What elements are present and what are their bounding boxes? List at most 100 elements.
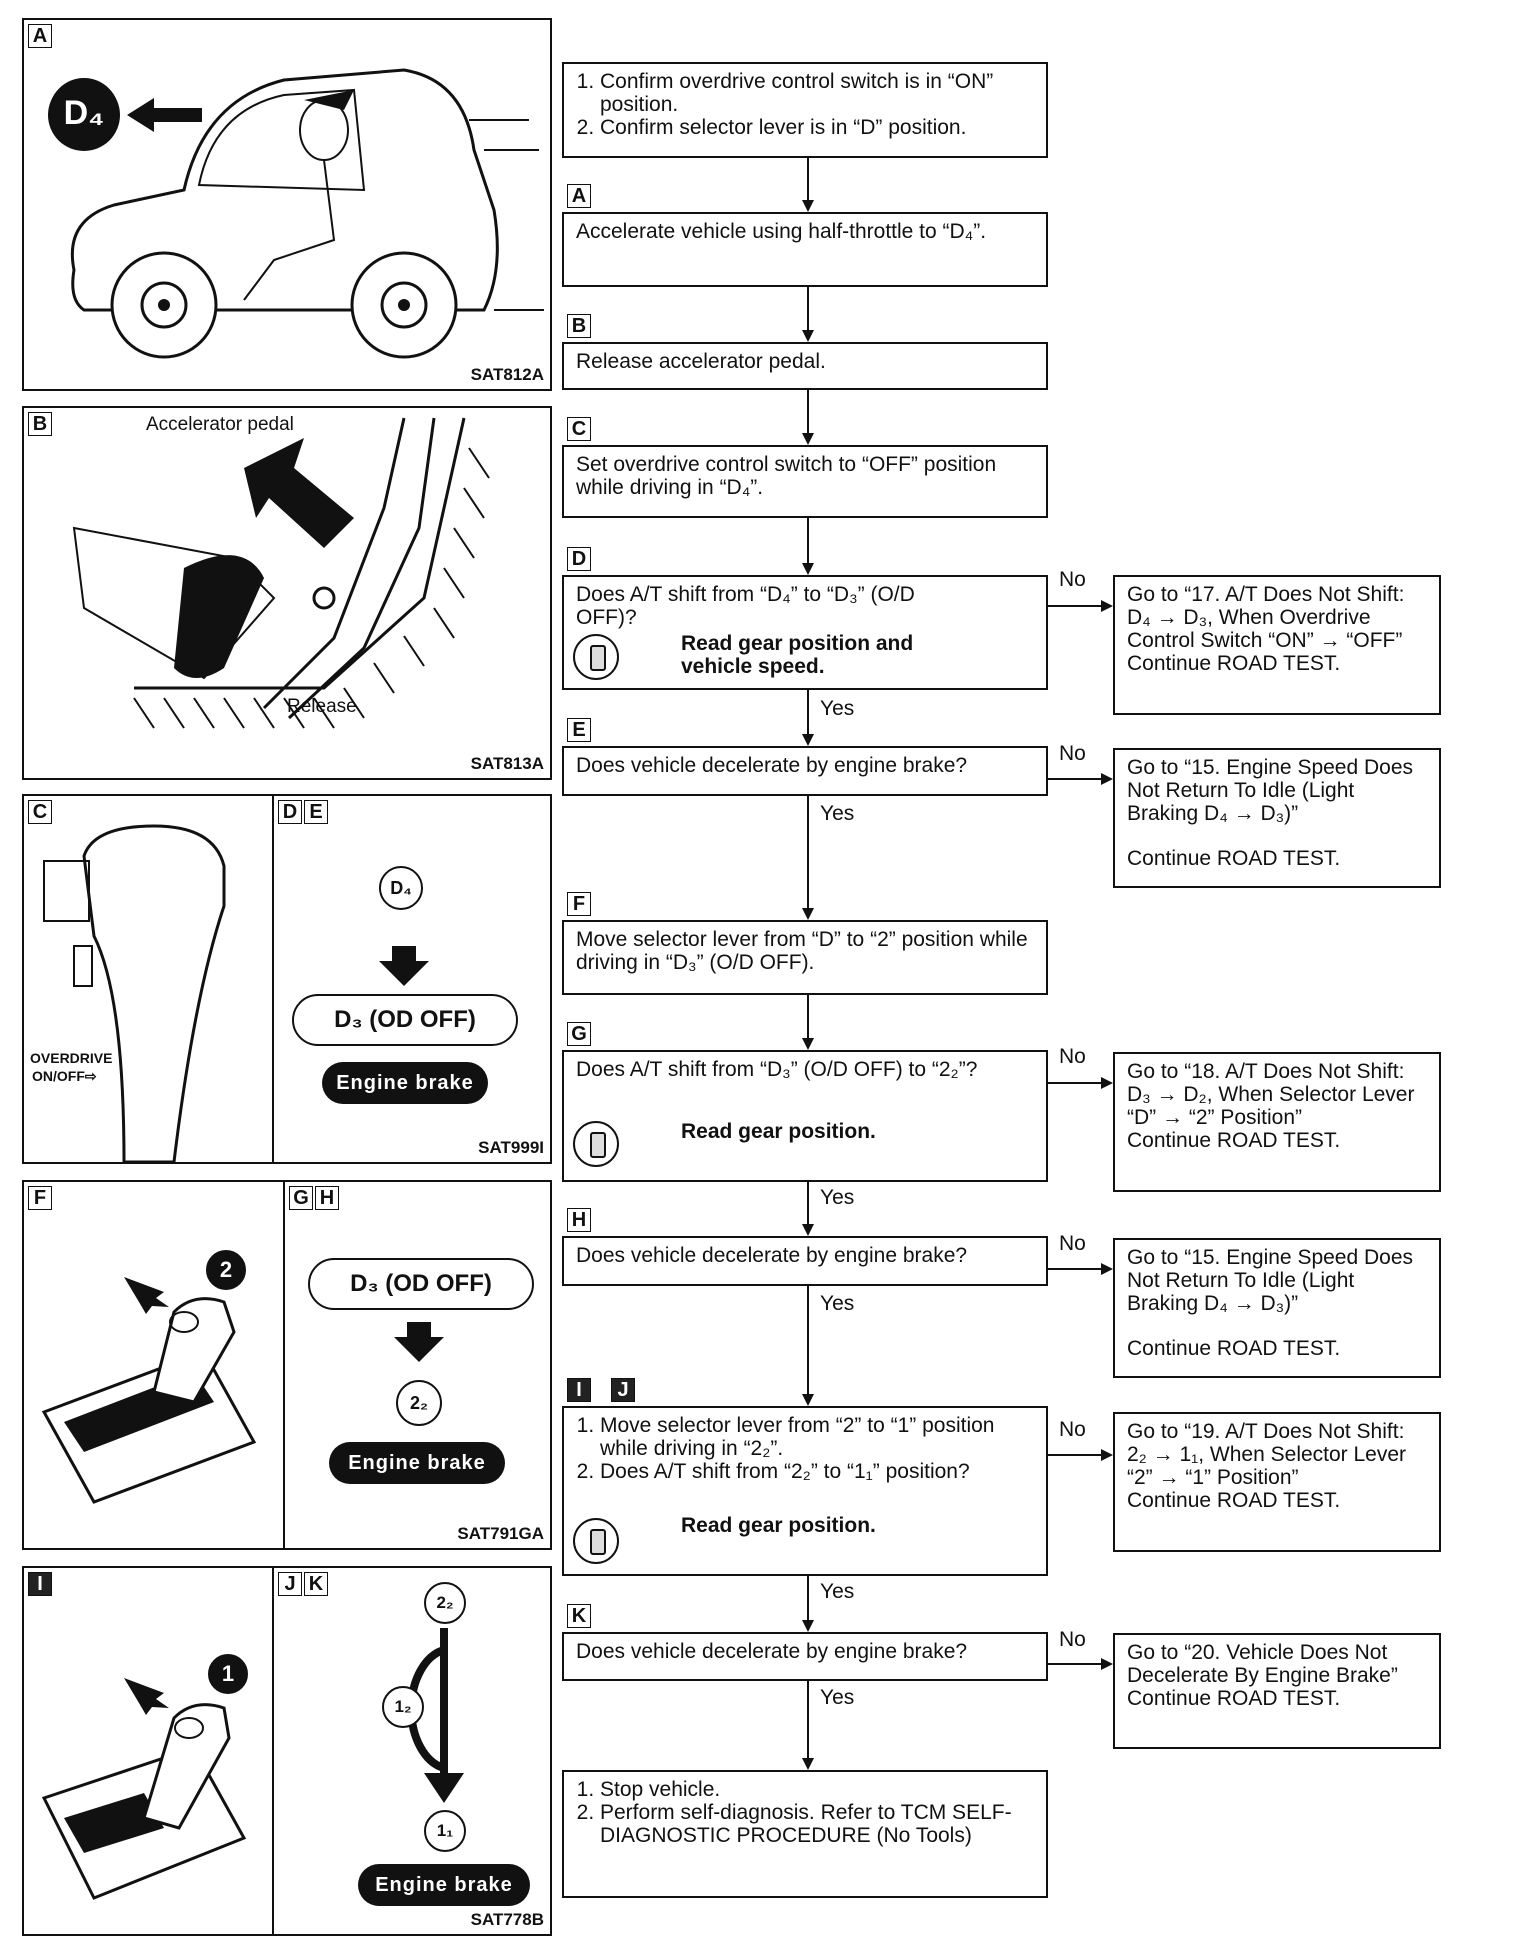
step-h-box: Does vehicle decelerate by engine brake? bbox=[562, 1236, 1048, 1286]
result-15a: Go to “15. Engine Speed Does Not Return … bbox=[1113, 748, 1441, 888]
step-d-box: Does A/T shift from “D₄” to “D₃” (O/D OF… bbox=[562, 575, 1048, 690]
end-item: Stop vehicle. bbox=[600, 1778, 1040, 1801]
panel-i-jk: I 1 J K 2₂ 1₂ 1₁ Engine brake SAT778B bbox=[22, 1566, 552, 1936]
yes-label: Yes bbox=[820, 1686, 855, 1709]
step-ij-item: Move selector lever from “2” to “1” posi… bbox=[600, 1414, 1030, 1460]
gear-22: 2₂ bbox=[424, 1582, 466, 1624]
selector-lever-2-illustration bbox=[41, 1277, 257, 1504]
yes-label: Yes bbox=[820, 802, 855, 825]
selector-lever-1-illustration bbox=[41, 1678, 247, 1900]
down-arrow bbox=[379, 946, 429, 986]
result-text: Go to “17. A/T Does Not Shift: D₄ → D₃, … bbox=[1127, 583, 1405, 652]
panel-tag: J bbox=[278, 1572, 302, 1596]
accelerator-label: Accelerator pedal bbox=[146, 414, 294, 435]
step-a-text: Accelerate vehicle using half-throttle t… bbox=[576, 220, 987, 243]
step-g-box: Does A/T shift from “D₃” (O/D OFF) to “2… bbox=[562, 1050, 1048, 1182]
panel-tag: B bbox=[28, 412, 52, 436]
step-tag: K bbox=[567, 1604, 591, 1628]
overdrive-label: OVERDRIVE bbox=[30, 1050, 113, 1066]
gear-11: 1₁ bbox=[424, 1810, 466, 1852]
start-box: Confirm overdrive control switch is in “… bbox=[562, 62, 1048, 158]
gear-badge: D₄ bbox=[49, 78, 119, 148]
step-b-box: Release accelerator pedal. bbox=[562, 342, 1048, 390]
step-g-note: Read gear position. bbox=[681, 1120, 876, 1143]
step-f-text: Move selector lever from “D” to “2” posi… bbox=[576, 928, 1028, 974]
engine-brake-label: Engine brake bbox=[322, 1062, 488, 1104]
step-tag: I bbox=[567, 1378, 591, 1402]
panel-tag: K bbox=[304, 1572, 328, 1596]
continue-text: Continue ROAD TEST. bbox=[1127, 1687, 1341, 1710]
step-tag: B bbox=[567, 314, 591, 338]
no-label: No bbox=[1059, 568, 1086, 591]
panel-tag: H bbox=[315, 1186, 339, 1210]
continue-text: Continue ROAD TEST. bbox=[1127, 847, 1341, 870]
panel-c-de: C OVERDRIVE ON/OFF⇨ D E D₄ D₃ (OD OFF) E… bbox=[22, 794, 552, 1164]
result-text: Go to “19. A/T Does Not Shift: 2₂ → 1₁, … bbox=[1127, 1420, 1407, 1489]
continue-text: Continue ROAD TEST. bbox=[1127, 1337, 1341, 1360]
step-ij-item: Does A/T shift from “2₂” to “1₁” positio… bbox=[600, 1460, 1000, 1483]
consult-tester-icon bbox=[573, 1121, 619, 1167]
gear-d3-od-off: D₃ (OD OFF) bbox=[292, 994, 518, 1046]
step-f-box: Move selector lever from “D” to “2” posi… bbox=[562, 920, 1048, 995]
yes-label: Yes bbox=[820, 1580, 855, 1603]
step-b-text: Release accelerator pedal. bbox=[576, 350, 826, 373]
result-18: Go to “18. A/T Does Not Shift: D₃ → D₂, … bbox=[1113, 1052, 1441, 1192]
continue-text: Continue ROAD TEST. bbox=[1127, 1129, 1341, 1152]
figure-code: SAT791GA bbox=[457, 1524, 544, 1543]
step-tag: G bbox=[567, 1022, 591, 1046]
step-c-box: Set overdrive control switch to “OFF” po… bbox=[562, 445, 1048, 518]
step-tag: F bbox=[567, 892, 591, 916]
yes-label: Yes bbox=[820, 697, 855, 720]
panel-tag: I bbox=[28, 1572, 52, 1596]
step-tag: J bbox=[611, 1378, 635, 1402]
result-text: Go to “15. Engine Speed Does Not Return … bbox=[1127, 756, 1414, 825]
step-tag: A bbox=[567, 184, 591, 208]
step-ij-note: Read gear position. bbox=[681, 1514, 876, 1537]
gear-d4: D₄ bbox=[379, 866, 423, 910]
panel-tag: F bbox=[28, 1186, 52, 1210]
result-15b: Go to “15. Engine Speed Does Not Return … bbox=[1113, 1238, 1441, 1378]
gear-2-badge: 2 bbox=[206, 1250, 246, 1290]
step-g-question: Does A/T shift from “D₃” (O/D OFF) to “2… bbox=[576, 1058, 978, 1081]
step-ij-box: Move selector lever from “2” to “1” posi… bbox=[562, 1406, 1048, 1576]
continue-text: Continue ROAD TEST. bbox=[1127, 1489, 1341, 1512]
step-e-text: Does vehicle decelerate by engine brake? bbox=[576, 754, 968, 777]
no-label: No bbox=[1059, 1628, 1086, 1651]
step-e-box: Does vehicle decelerate by engine brake? bbox=[562, 746, 1048, 796]
car-illustration bbox=[48, 68, 544, 359]
step-tag: D bbox=[567, 547, 591, 571]
result-19: Go to “19. A/T Does Not Shift: 2₂ → 1₁, … bbox=[1113, 1412, 1441, 1552]
step-tag: E bbox=[567, 718, 591, 742]
gear-22: 2₂ bbox=[396, 1380, 442, 1426]
start-item: Confirm selector lever is in “D” positio… bbox=[600, 116, 1034, 139]
step-h-text: Does vehicle decelerate by engine brake? bbox=[576, 1244, 968, 1267]
start-item: Confirm overdrive control switch is in “… bbox=[600, 70, 1034, 116]
gear-d3-od-off: D₃ (OD OFF) bbox=[308, 1258, 534, 1310]
step-tag: H bbox=[567, 1208, 591, 1232]
engine-brake-label: Engine brake bbox=[358, 1864, 530, 1906]
gear-12: 1₂ bbox=[382, 1686, 424, 1728]
figure-code: SAT812A bbox=[470, 365, 544, 384]
yes-label: Yes bbox=[820, 1292, 855, 1315]
panel-a-car: A D₄ SAT812A bbox=[22, 18, 552, 391]
step-k-text: Does vehicle decelerate by engine brake? bbox=[576, 1640, 968, 1663]
step-c-text: Set overdrive control switch to “OFF” po… bbox=[576, 453, 997, 499]
result-text: Go to “15. Engine Speed Does Not Return … bbox=[1127, 1246, 1414, 1315]
panel-tag: G bbox=[289, 1186, 313, 1210]
figure-code: SAT813A bbox=[470, 754, 544, 773]
consult-tester-icon bbox=[573, 1518, 619, 1564]
step-d-note: Read gear position and vehicle speed. bbox=[681, 632, 914, 678]
pedal-illustration bbox=[72, 417, 490, 729]
panel-tag: E bbox=[304, 800, 328, 824]
figure-code: SAT778B bbox=[470, 1910, 544, 1929]
step-d-question: Does A/T shift from “D₄” to “D₃” (O/D OF… bbox=[576, 583, 915, 629]
step-tag: C bbox=[567, 417, 591, 441]
engine-brake-label: Engine brake bbox=[329, 1442, 505, 1484]
no-label: No bbox=[1059, 1045, 1086, 1068]
consult-tester-icon bbox=[573, 634, 619, 680]
end-item: Perform self-diagnosis. Refer to TCM SEL… bbox=[600, 1801, 1040, 1847]
result-text: Go to “20. Vehicle Does Not Decelerate B… bbox=[1127, 1641, 1398, 1687]
step-k-box: Does vehicle decelerate by engine brake? bbox=[562, 1632, 1048, 1681]
overdrive-switch-illustration bbox=[43, 824, 226, 1162]
step-a-box: Accelerate vehicle using half-throttle t… bbox=[562, 212, 1048, 287]
